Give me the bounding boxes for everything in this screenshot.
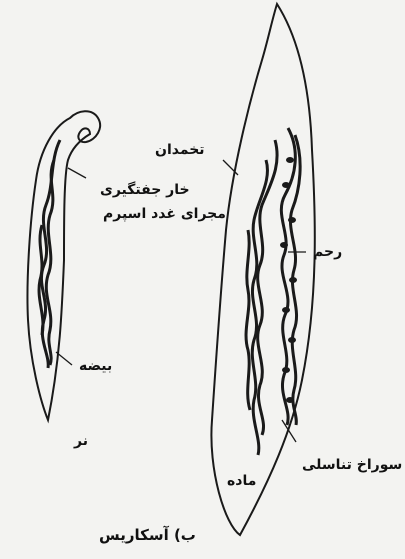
spicule-label: خار جفتگیری: [100, 182, 190, 198]
egg-label: بیضه: [79, 358, 112, 374]
uterus-label: رحم: [313, 244, 342, 260]
female-worm-outline: [211, 4, 314, 535]
leader-spicule: [68, 168, 86, 178]
mouth-label: تخمدان: [155, 142, 205, 158]
male-label: نر: [74, 433, 88, 449]
male-reproductive-coils: [39, 140, 60, 368]
leader-lines: [56, 160, 306, 442]
figure-caption: ب) آسکاریس: [99, 527, 196, 543]
female-reproductive-coils: [246, 128, 300, 455]
sperm-duct-label: مجرای غدد اسپرم: [103, 206, 226, 222]
female-label: ماده: [227, 473, 256, 489]
genital-pore-label: سوراخ تناسلی: [302, 457, 402, 473]
